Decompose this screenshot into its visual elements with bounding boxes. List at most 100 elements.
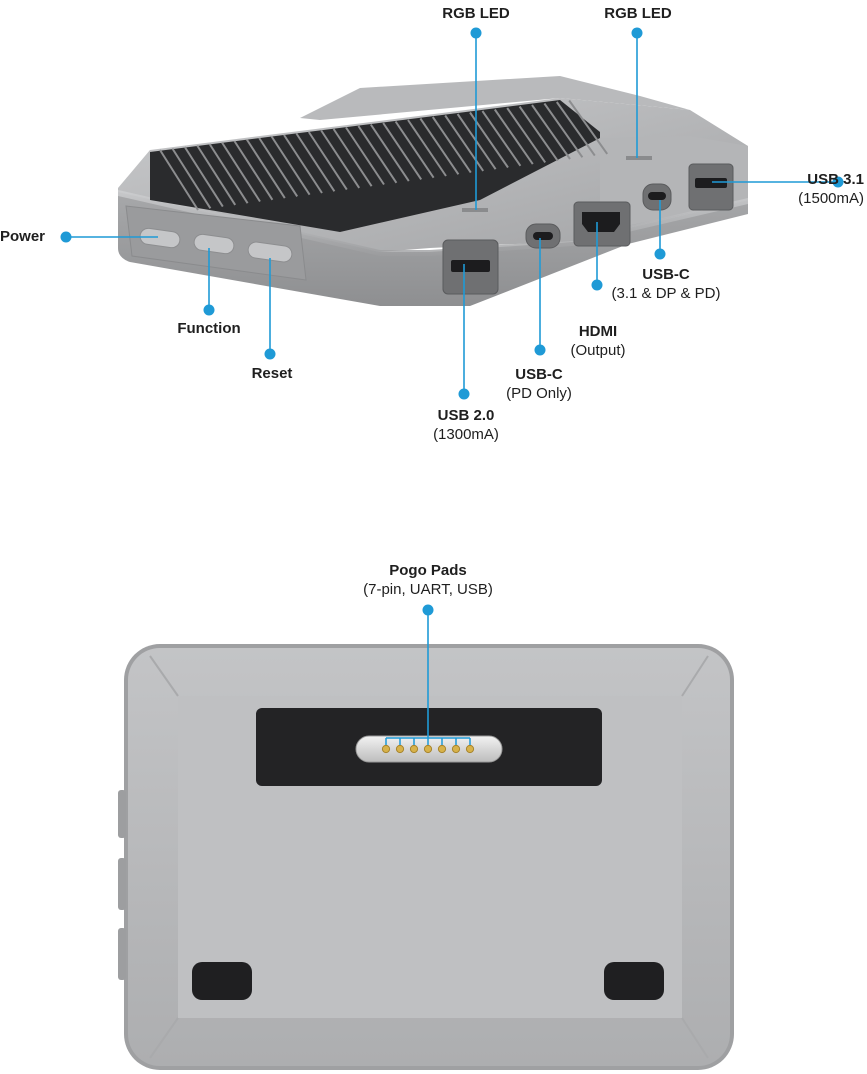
heatsink-fin — [307, 131, 348, 191]
label-usbc-dp: USB-C (3.1 & DP & PD) — [596, 265, 736, 303]
usb20-port-tongue — [451, 260, 490, 272]
label-subtitle: (3.1 & DP & PD) — [611, 285, 721, 302]
heatsink-fin — [221, 141, 261, 203]
rubber-foot-left — [192, 962, 252, 1000]
heatsink-fin — [481, 110, 522, 167]
heatsink-fin — [369, 123, 410, 182]
label-title: RGB LED — [604, 5, 672, 22]
label-hdmi: HDMI (Output) — [548, 322, 648, 360]
pogo-pin — [451, 744, 461, 754]
pogo-pin — [437, 744, 447, 754]
callout-dot — [203, 304, 215, 316]
callout-dot — [654, 248, 666, 260]
heatsink-fin — [506, 107, 547, 163]
power-button[interactable] — [139, 227, 181, 249]
label-title: USB 2.0 — [437, 407, 495, 424]
callout-usb31 — [712, 176, 844, 188]
heatsink-fin — [270, 135, 311, 196]
pogo-pin — [381, 744, 391, 754]
pogo-pin — [423, 744, 433, 754]
label-usbc-pd: USB-C (PD Only) — [489, 365, 589, 403]
label-title: HDMI — [578, 323, 618, 340]
heatsink-fin — [431, 116, 472, 174]
callout-rgb-led-left — [470, 27, 482, 210]
label-title: USB-C — [515, 366, 563, 383]
label-usb31: USB 3.1 (1500mA) — [760, 170, 864, 208]
label-function: Function — [159, 319, 259, 338]
callout-pogo — [422, 604, 434, 738]
callout-dot — [422, 604, 434, 616]
usbc-dp-port-slot — [648, 192, 666, 200]
callout-hdmi — [591, 222, 603, 291]
side-button-2[interactable] — [118, 858, 126, 910]
heatsink-base — [150, 100, 600, 232]
rgb-led-right-strip — [626, 156, 652, 160]
heatsink-fin — [283, 134, 323, 194]
pogo-pin — [395, 744, 405, 754]
heatsink-fin — [518, 105, 559, 162]
reset-button[interactable] — [247, 241, 293, 263]
heatsink-fin — [345, 126, 385, 186]
callout-usb20 — [458, 264, 470, 400]
label-subtitle: (1300mA) — [433, 426, 499, 443]
label-subtitle: (1500mA) — [798, 190, 864, 207]
heatsink-fin — [382, 122, 423, 180]
label-usb20: USB 2.0 (1300mA) — [416, 406, 516, 444]
usbc-pd-port-slot — [533, 232, 553, 240]
label-subtitle: (Output) — [570, 342, 626, 359]
callout-dot — [470, 27, 482, 39]
heatsink-fin — [419, 117, 460, 175]
callout-dot — [60, 231, 72, 243]
function-button[interactable] — [193, 233, 235, 255]
label-subtitle: (PD Only) — [506, 385, 572, 402]
side-button-3[interactable] — [118, 928, 126, 980]
label-rgb-led-left: RGB LED — [426, 4, 526, 23]
callout-dot — [458, 388, 470, 400]
front-face — [118, 192, 748, 306]
bottom-device-view — [118, 644, 734, 1070]
label-title: Function — [177, 320, 241, 337]
heatsink-fin — [555, 101, 596, 157]
heatsink-fin — [444, 114, 485, 172]
label-title: Pogo Pads — [389, 562, 467, 579]
side-button-1[interactable] — [118, 790, 126, 838]
label-pogo-pads: Pogo Pads (7-pin, UART, USB) — [348, 561, 508, 599]
hdmi-port-slot — [582, 212, 620, 232]
heatsink-fin — [320, 129, 361, 189]
heatsink-fin — [258, 137, 299, 197]
label-title: Reset — [251, 365, 293, 382]
heatsink-fin — [245, 138, 286, 199]
label-rgb-led-right: RGB LED — [588, 4, 688, 23]
callout-rgb-led-right — [631, 27, 643, 158]
callout-usbc-pd — [534, 238, 546, 356]
rear-hump — [300, 76, 690, 120]
heatsink-fin — [357, 125, 398, 184]
heatsink-fin — [568, 99, 609, 155]
callout-dot — [591, 279, 603, 291]
heatsink-fin — [171, 147, 212, 209]
callout-power — [60, 231, 158, 243]
heatsink-fin — [295, 132, 336, 192]
label-title: USB 3.1 — [807, 171, 864, 188]
label-reset: Reset — [222, 364, 322, 383]
rubber-foot-right — [604, 962, 664, 1000]
label-title: USB-C — [642, 266, 690, 283]
heatsink-fin — [332, 128, 373, 187]
heatsink-fin — [183, 146, 224, 208]
callout-lines — [60, 27, 844, 738]
callout-dot — [832, 176, 844, 188]
label-title: Power — [0, 228, 46, 245]
heatsink-fin — [196, 144, 237, 206]
rgb-led-left-strip — [462, 208, 488, 212]
callout-usbc-dp — [654, 200, 666, 260]
label-title: RGB LED — [442, 5, 510, 22]
callout-dot — [264, 348, 276, 360]
pogo-pin — [409, 744, 419, 754]
label-power: Power — [0, 227, 45, 246]
heatsink-fin — [531, 104, 571, 160]
callout-function — [203, 248, 215, 316]
heatsink-fin — [493, 108, 534, 165]
heatsink-fin — [407, 119, 447, 177]
heatsink-fin — [208, 143, 249, 204]
